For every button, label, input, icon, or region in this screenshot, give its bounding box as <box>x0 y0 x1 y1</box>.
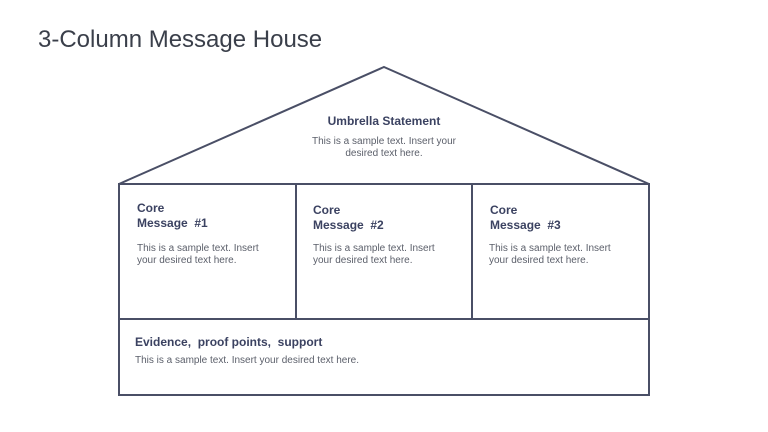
foundation-outline <box>118 318 650 396</box>
foundation-body: This is a sample text. Insert your desir… <box>135 355 359 366</box>
column-1-body-line-1: This is a sample text. Insert <box>137 243 259 254</box>
column-1-heading-line-1: Core <box>137 201 165 215</box>
column-1-body-line-2: your desired text here. <box>137 255 237 266</box>
column-3-body-line-2: your desired text here. <box>489 255 589 266</box>
column-2-heading-line-1: Core <box>313 203 341 217</box>
column-2-heading-line-2: Message #2 <box>313 218 384 232</box>
roof-heading: Umbrella Statement <box>327 114 441 128</box>
roof-body-line-1: This is a sample text. Insert your <box>312 136 456 147</box>
column-1-heading-line-2: Message #1 <box>137 216 208 230</box>
column-3-body-line-1: This is a sample text. Insert <box>489 243 611 254</box>
column-2-body-line-1: This is a sample text. Insert <box>313 243 435 254</box>
slide-title: 3-Column Message House <box>38 26 323 53</box>
column-2-body-line-2: your desired text here. <box>313 255 413 266</box>
column-3-heading-line-1: Core <box>490 203 518 217</box>
foundation-heading: Evidence, proof points, support <box>135 335 323 349</box>
roof-body-line-2: desired text here. <box>345 148 423 159</box>
column-3-heading-line-2: Message #3 <box>490 218 561 232</box>
